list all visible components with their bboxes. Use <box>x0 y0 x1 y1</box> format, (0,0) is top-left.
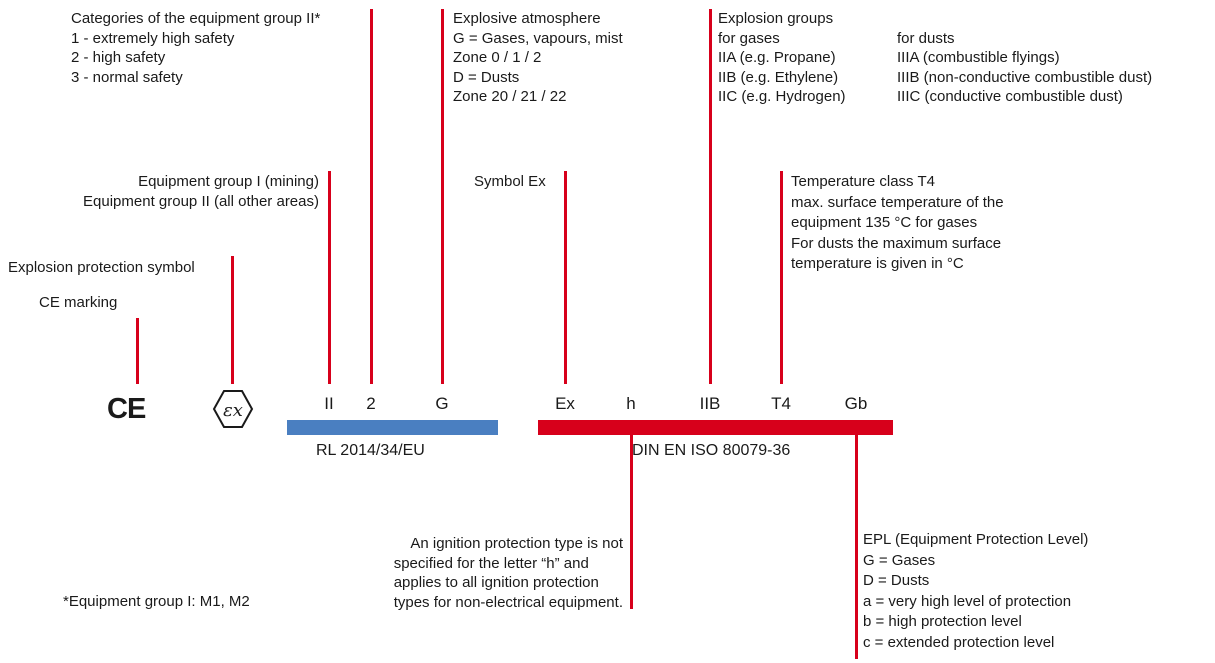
leader-line-temperature <box>780 171 783 384</box>
temperature-title: Temperature class T4 <box>791 173 935 190</box>
epl-gases: G = Gases <box>863 551 936 569</box>
marking-category: 2 <box>366 394 376 413</box>
ex-symbol-text: εx <box>223 400 243 421</box>
categories-callout: Categories of the equipment group II* 1 … <box>71 9 320 87</box>
ce-marking-label: CE marking <box>39 294 118 311</box>
gas-group-iia: IIA (e.g. Propane) <box>718 49 836 66</box>
category-1: 1 - extremely high safety <box>71 29 235 47</box>
temperature-line-5: temperature is given in °C <box>791 255 964 272</box>
gases-header: for gases <box>718 29 780 47</box>
equipment-group-ii: Equipment group II (all other areas) <box>83 192 319 210</box>
epl-dusts: D = Dusts <box>863 572 930 589</box>
explosion-groups-dusts: for dusts IIIA (combustible flyings) III… <box>897 29 1152 107</box>
footnote: *Equipment group I: M1, M2 <box>63 593 250 610</box>
temperature-line-2: max. surface temperature of the <box>791 193 1004 211</box>
dusts-header: for dusts <box>897 29 955 47</box>
equipment-group-i: Equipment group I (mining) <box>138 173 319 190</box>
leader-line-ce <box>136 318 139 384</box>
marking-epl: Gb <box>844 394 868 413</box>
dust-group-iiic: IIIC (conductive combustible dust) <box>897 88 1123 105</box>
atmosphere-title: Explosive atmosphere <box>453 10 601 27</box>
dust-group-iiia: IIIA (combustible flyings) <box>897 49 1060 66</box>
equipment-group-callout: Equipment group I (mining) Equipment gro… <box>83 172 319 211</box>
ex-hexagon-icon: εx <box>212 390 254 428</box>
category-3: 3 - normal safety <box>71 68 183 86</box>
explosion-symbol-label: Explosion protection symbol <box>8 259 195 276</box>
atmosphere-gases: G = Gases, vapours, mist <box>453 29 623 47</box>
leader-line-symbol-ex <box>564 171 567 384</box>
marking-explosion-group: IIB <box>699 394 721 413</box>
atmosphere-dust-zones: Zone 20 / 21 / 22 <box>453 88 567 105</box>
epl-title: EPL (Equipment Protection Level) <box>863 531 1089 548</box>
ce-mark: CE <box>107 393 146 425</box>
temperature-callout: Temperature class T4 max. surface temper… <box>791 172 1004 275</box>
explosion-groups-title: Explosion groups <box>718 10 834 27</box>
gas-group-iic: IIC (e.g. Hydrogen) <box>718 88 846 105</box>
gas-group-iib: IIB (e.g. Ethylene) <box>718 68 839 86</box>
leader-line-ignition <box>630 435 633 609</box>
temperature-line-4: For dusts the maximum surface <box>791 234 1002 252</box>
temperature-line-3: equipment 135 °C for gases <box>791 214 978 231</box>
leader-line-atmosphere <box>441 9 444 384</box>
epl-level-b: b = high protection level <box>863 613 1022 630</box>
epl-level-a: a = very high level of protection <box>863 592 1072 610</box>
epl-callout: EPL (Equipment Protection Level) G = Gas… <box>863 530 1088 653</box>
leader-line-explosion-symbol <box>231 256 234 384</box>
leader-line-explosion-group <box>709 9 712 384</box>
ignition-line-2: specified for the letter “h” and <box>393 554 589 572</box>
categories-title: Categories of the equipment group II* <box>71 10 321 27</box>
symbol-ex-label: Symbol Ex <box>474 173 546 190</box>
marking-ignition-h: h <box>626 394 636 413</box>
ignition-line-3: applies to all ignition protection <box>393 574 599 591</box>
marking-temperature-class: T4 <box>771 394 791 413</box>
leader-line-category <box>370 9 373 384</box>
atmosphere-dusts: D = Dusts <box>453 68 520 86</box>
atmosphere-callout: Explosive atmosphere G = Gases, vapours,… <box>453 9 623 107</box>
marking-atmosphere: G <box>435 394 449 413</box>
ignition-callout: An ignition protection type is not speci… <box>394 534 623 612</box>
leader-line-equipment-group <box>328 171 331 384</box>
standard-label: DIN EN ISO 80079-36 <box>632 442 791 459</box>
dust-group-iiib: IIIB (non-conductive combustible dust) <box>897 68 1153 86</box>
ignition-line-4: types for non-electrical equipment. <box>393 593 623 611</box>
marking-ex: Ex <box>555 394 575 413</box>
marking-equipment-group: II <box>324 394 334 413</box>
epl-level-c: c = extended protection level <box>863 633 1055 651</box>
standard-bar <box>538 420 893 435</box>
directive-label: RL 2014/34/EU <box>316 442 425 459</box>
atmosphere-gas-zones: Zone 0 / 1 / 2 <box>453 49 542 66</box>
explosion-groups-gases: for gases IIA (e.g. Propane) IIB (e.g. E… <box>718 29 846 107</box>
directive-bar <box>287 420 498 435</box>
leader-line-epl <box>855 435 858 659</box>
category-2: 2 - high safety <box>71 49 166 66</box>
ignition-line-1: An ignition protection type is not <box>410 535 623 552</box>
